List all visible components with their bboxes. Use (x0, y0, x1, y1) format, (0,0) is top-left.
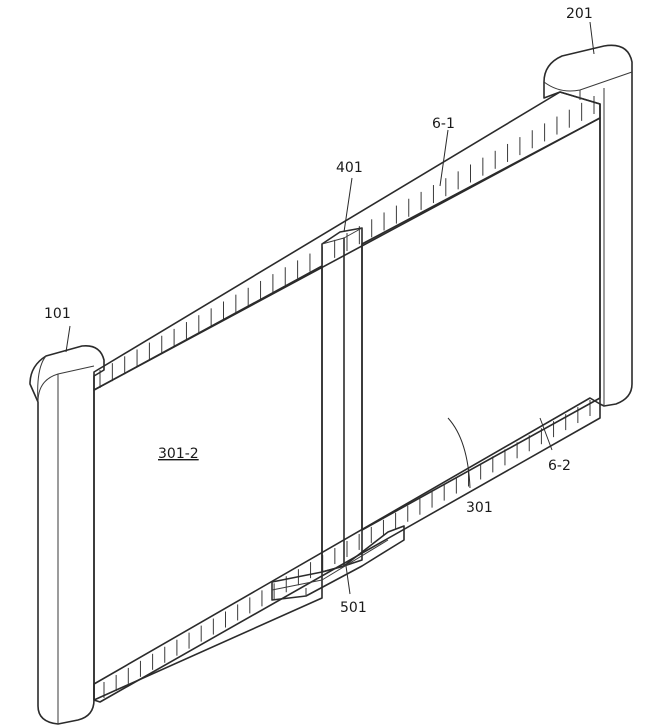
middle-bar (321, 227, 363, 573)
bottom-support (271, 525, 405, 601)
label-6-2: 6-2 (548, 458, 571, 474)
label-301-2: 301-2 (158, 446, 199, 462)
left-endcap (29, 344, 105, 725)
label-301: 301 (466, 500, 493, 516)
left-panel (93, 265, 323, 701)
right-endcap (543, 44, 633, 407)
bottom-hinge-segments (103, 400, 591, 698)
top-hinge-segments (99, 96, 595, 388)
label-6-1: 6-1 (432, 116, 455, 132)
label-401: 401 (336, 160, 363, 176)
label-101: 101 (44, 306, 71, 322)
label-201: 201 (566, 6, 593, 22)
leader-lines (65, 21, 595, 595)
label-501: 501 (340, 600, 367, 616)
